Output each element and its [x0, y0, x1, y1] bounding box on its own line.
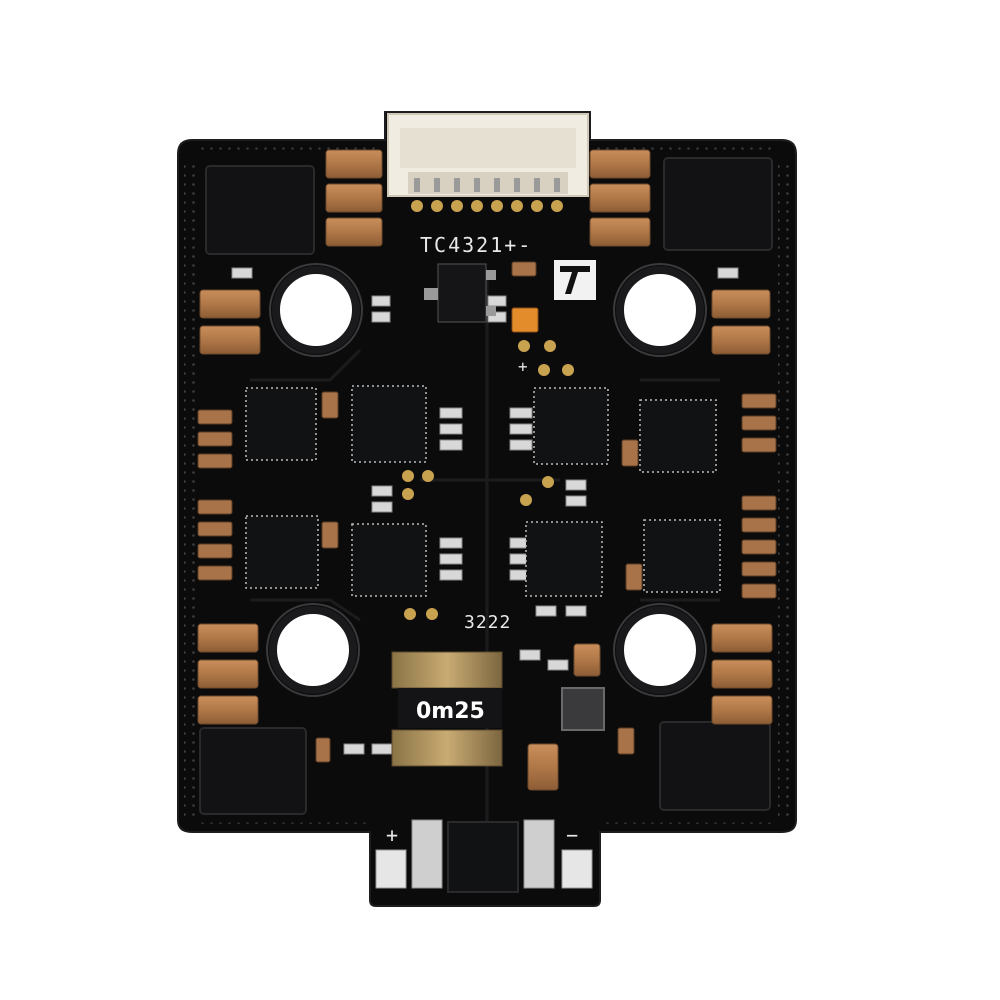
- power-minus-label: −: [566, 823, 578, 847]
- power-input-pads: [375, 819, 593, 893]
- capacitors-large: [197, 149, 773, 791]
- plus-mark-label: +: [518, 357, 528, 376]
- orange-smd-part: [511, 307, 539, 333]
- gold-test-pads: [402, 340, 574, 620]
- current-shunt-resistor: [391, 651, 503, 767]
- passive-components: [197, 261, 777, 763]
- signal-connector: [387, 113, 589, 197]
- connector-solder-pads: [411, 200, 563, 212]
- mosfet-chips: [245, 385, 721, 597]
- power-plus-label: +: [386, 823, 398, 847]
- power-ic: [561, 687, 605, 731]
- voltage-regulator: [424, 263, 496, 323]
- board-code-label: 3222: [464, 612, 511, 633]
- connector-pin-labels: TC4321+-: [420, 233, 532, 257]
- corner-modules: [199, 157, 773, 815]
- mounting-holes: [266, 263, 707, 697]
- brand-logo: [554, 260, 596, 300]
- small-smd-pads: [231, 267, 739, 755]
- shunt-value-label: 0m25: [416, 699, 485, 724]
